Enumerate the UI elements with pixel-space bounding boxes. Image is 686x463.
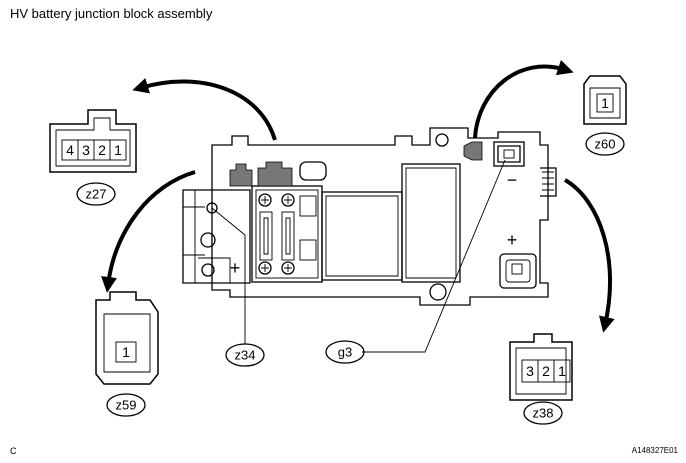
plus-sign-right: + <box>507 230 518 250</box>
connector-z38: 3 2 1 <box>509 333 573 401</box>
z27-pin-4: 4 <box>66 142 74 158</box>
z27-pin-2: 2 <box>98 142 106 158</box>
arrow-to-z27 <box>132 78 277 141</box>
z27-label: z27 <box>86 187 107 202</box>
z38-pin-1: 1 <box>558 363 566 379</box>
diagram-title: HV battery junction block assembly <box>10 6 213 21</box>
g3-label: g3 <box>338 345 352 360</box>
arrow-to-z59 <box>101 170 196 293</box>
z60-pin-1: 1 <box>601 95 609 111</box>
minus-sign-right: − <box>507 170 518 190</box>
arrow-to-z60 <box>473 59 574 139</box>
figure-id: A148327E01 <box>631 446 678 455</box>
z60-label: z60 <box>595 137 616 152</box>
z27-pin-3: 3 <box>82 142 90 158</box>
cover-left <box>321 191 403 281</box>
plus-sign-left: + <box>230 258 241 278</box>
z38-pin-2: 2 <box>542 363 550 379</box>
z27-pin-1: 1 <box>114 142 122 158</box>
z60-socket <box>463 141 483 161</box>
fuse-terminal-bay <box>251 185 323 283</box>
z59-label-bubble <box>106 393 146 417</box>
z34-socket <box>229 163 253 187</box>
z38-label: z38 <box>533 406 554 421</box>
z38-label-bubble <box>523 401 563 425</box>
z59-pin-1: 1 <box>122 344 130 360</box>
z59-label: z59 <box>116 398 137 413</box>
junction-block-body: + + − <box>182 127 557 306</box>
z38-socket <box>499 253 537 289</box>
connector-z59: 1 <box>95 291 159 385</box>
g3-leader-line <box>362 159 506 353</box>
connector-z60: 1 <box>583 75 627 125</box>
arrow-to-z38 <box>563 178 615 333</box>
g3-label-bubble <box>325 340 365 364</box>
z34-leader-line <box>211 207 246 344</box>
z34-label: z34 <box>235 348 256 363</box>
left-bolt-hole <box>206 202 218 214</box>
cover-right <box>401 163 461 283</box>
z38-pin-3: 3 <box>526 363 534 379</box>
connector-z27: 4 3 2 1 <box>49 109 137 173</box>
z34-label-bubble <box>225 343 265 367</box>
g3-socket <box>493 141 525 167</box>
footer-left-code: C <box>10 446 17 456</box>
z60-label-bubble <box>585 132 625 156</box>
z27-label-bubble <box>76 182 116 206</box>
z27-socket <box>257 161 293 187</box>
